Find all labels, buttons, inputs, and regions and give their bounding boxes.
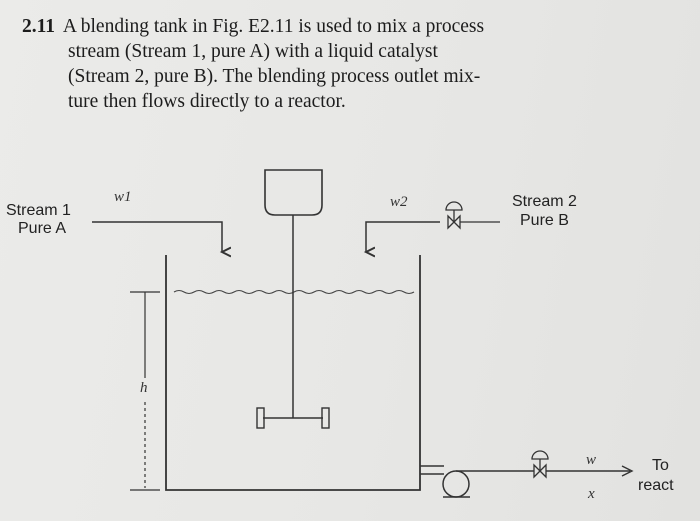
x-outlet-symbol: x bbox=[588, 486, 595, 502]
w1-symbol: w1 bbox=[114, 189, 132, 205]
problem-statement: 2.11 A blending tank in Fig. E2.11 is us… bbox=[22, 14, 642, 114]
tank-vessel bbox=[165, 255, 421, 491]
impeller-icon bbox=[256, 407, 330, 429]
stream2-inlet-pipe bbox=[366, 221, 440, 252]
pump-icon bbox=[442, 470, 500, 498]
problem-line-1: 2.11 A blending tank in Fig. E2.11 is us… bbox=[22, 16, 485, 37]
problem-number: 2.11 bbox=[22, 16, 56, 37]
stream2-composition: Pure B bbox=[520, 212, 569, 229]
outlet-label-to: To bbox=[652, 457, 669, 474]
level-dimension-line bbox=[130, 291, 160, 491]
problem-line-4: ture then flows directly to a reactor. bbox=[68, 91, 346, 112]
outlet-pipe bbox=[420, 465, 444, 475]
mixer-motor-icon bbox=[264, 169, 323, 216]
w2-symbol: w2 bbox=[390, 194, 408, 210]
liquid-surface bbox=[173, 289, 415, 295]
stream1-composition: Pure A bbox=[18, 220, 67, 237]
stream2-valve-icon bbox=[445, 201, 500, 230]
problem-line-2: stream (Stream 1, pure A) with a liquid … bbox=[68, 41, 438, 62]
stream2-label: Stream 2 bbox=[512, 193, 577, 210]
problem-line-3: (Stream 2, pure B). The blending process… bbox=[68, 66, 481, 87]
w-outlet-symbol: w bbox=[586, 452, 597, 468]
h-symbol: h bbox=[140, 380, 148, 396]
outlet-arrowhead bbox=[621, 465, 634, 477]
outlet-label-react: react bbox=[638, 477, 674, 494]
outlet-valve-icon bbox=[531, 450, 549, 479]
stream1-label: Stream 1 bbox=[6, 202, 71, 219]
stream1-inlet-pipe bbox=[92, 221, 222, 252]
